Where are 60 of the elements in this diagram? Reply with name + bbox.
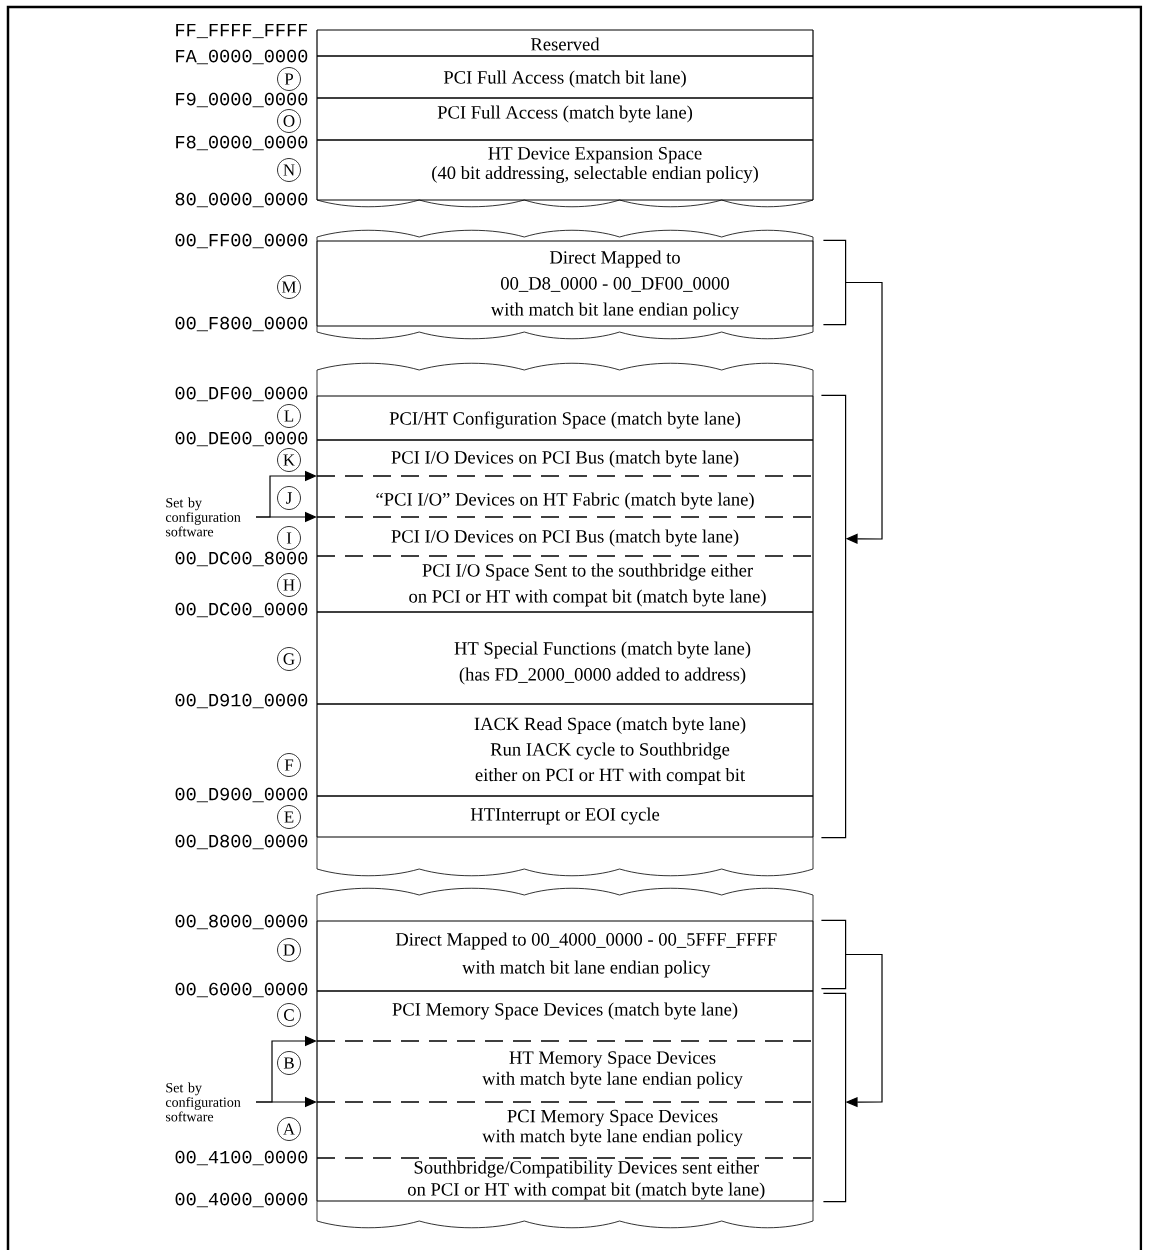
- memory-region: HT Device Expansion Space (40 bit addressing, selectable endian policy): [316, 139, 814, 201]
- bracket: [820, 394, 847, 839]
- address-label: 00_DE00_0000: [175, 431, 308, 447]
- circled-letter: G: [277, 647, 301, 671]
- circled-letter: F: [277, 753, 301, 777]
- memory-region: PCI I/O Devices on PCI Bus (match byte lane): [316, 516, 814, 557]
- memory-region: HT Memory Space Devices with match byte lane endian policy: [316, 1040, 814, 1103]
- memory-region: Direct Mapped to 00_D8_0000 - 00_DF00_0000 with match bit lane endian policy: [316, 240, 814, 327]
- memory-region: Southbridge/Compatibility Devices sent either on PCI or HT with compat bit (match byte lane): [316, 1157, 814, 1202]
- address-label: 00_8000_0000: [175, 914, 308, 930]
- bracket: [820, 919, 847, 990]
- address-label: 00_F800_0000: [175, 316, 308, 332]
- circled-letter: O: [277, 109, 301, 133]
- memory-region: PCI I/O Devices on PCI Bus (match byte lane): [316, 439, 814, 477]
- address-label: F9_0000_0000: [176, 92, 308, 108]
- memory-region: PCI Full Access (match byte lane): [316, 97, 814, 141]
- address-label: 00_6000_0000: [175, 982, 308, 998]
- circled-letter: I: [277, 526, 301, 550]
- circled-letter: J: [277, 486, 301, 510]
- bracket: [822, 239, 847, 326]
- address-label: 80_0000_0000: [175, 192, 308, 208]
- address-label: FF_FFFF_FFFF: [176, 23, 308, 39]
- note-text: Set by configuration software: [165, 497, 241, 537]
- address-label: 00_DC00_0000: [175, 602, 308, 618]
- bracket: [822, 992, 847, 1203]
- address-label: F8_0000_0000: [176, 135, 308, 151]
- circled-letter: P: [277, 67, 301, 91]
- memory-region: IACK Read Space (match byte lane) Run IACK cycle to Southbridge either on PCI or HT with compat bit: [316, 703, 814, 797]
- circled-letter: B: [277, 1051, 301, 1075]
- circled-letter: L: [277, 404, 301, 428]
- memory-region: PCI/HT Configuration Space (match byte lane): [316, 395, 814, 441]
- memory-region: HT Special Functions (match byte lane) (has FD_2000_0000 added to address): [316, 611, 814, 705]
- address-label: 00_FF00_0000: [175, 233, 308, 249]
- address-label: 00_D910_0000: [175, 693, 308, 709]
- circled-letter: C: [277, 1003, 301, 1027]
- circled-letter: N: [277, 158, 301, 182]
- address-label: 00_D800_0000: [175, 834, 308, 850]
- circled-letter: K: [277, 448, 301, 472]
- memory-region: Direct Mapped to 00_4000_0000 - 00_5FFF_FFFF with match bit lane endian policy: [316, 920, 814, 992]
- arrow: [845, 953, 883, 1108]
- circled-letter: M: [277, 275, 301, 299]
- memory-region: PCI Full Access (match bit lane): [316, 55, 814, 99]
- circled-letter: D: [277, 938, 301, 962]
- arrow: [845, 281, 883, 544]
- circled-letter: A: [277, 1117, 301, 1141]
- circled-letter: E: [277, 805, 301, 829]
- memory-region: Reserved: [316, 29, 814, 57]
- note-text: Set by configuration software: [165, 1082, 241, 1122]
- circled-letter: H: [277, 573, 301, 597]
- memory-region: PCI Memory Space Devices with match byte lane endian policy: [316, 1101, 814, 1159]
- address-label: 00_D900_0000: [175, 787, 308, 803]
- address-label: 00_DC00_8000: [175, 551, 308, 567]
- address-label: FA_0000_0000: [176, 49, 308, 65]
- memory-region: “PCI I/O” Devices on HT Fabric (match byte lane): [316, 475, 814, 518]
- memory-region: HTInterrupt or EOI cycle: [316, 795, 814, 838]
- memory-region: PCI I/O Space Sent to the southbridge either on PCI or HT with compat bit (match byte lane): [316, 555, 814, 613]
- address-label: 00_4000_0000: [175, 1192, 308, 1208]
- memory-region: PCI Memory Space Devices (match byte lane): [316, 990, 814, 1042]
- address-label: 00_DF00_0000: [175, 386, 308, 402]
- address-label: 00_4100_0000: [175, 1150, 308, 1166]
